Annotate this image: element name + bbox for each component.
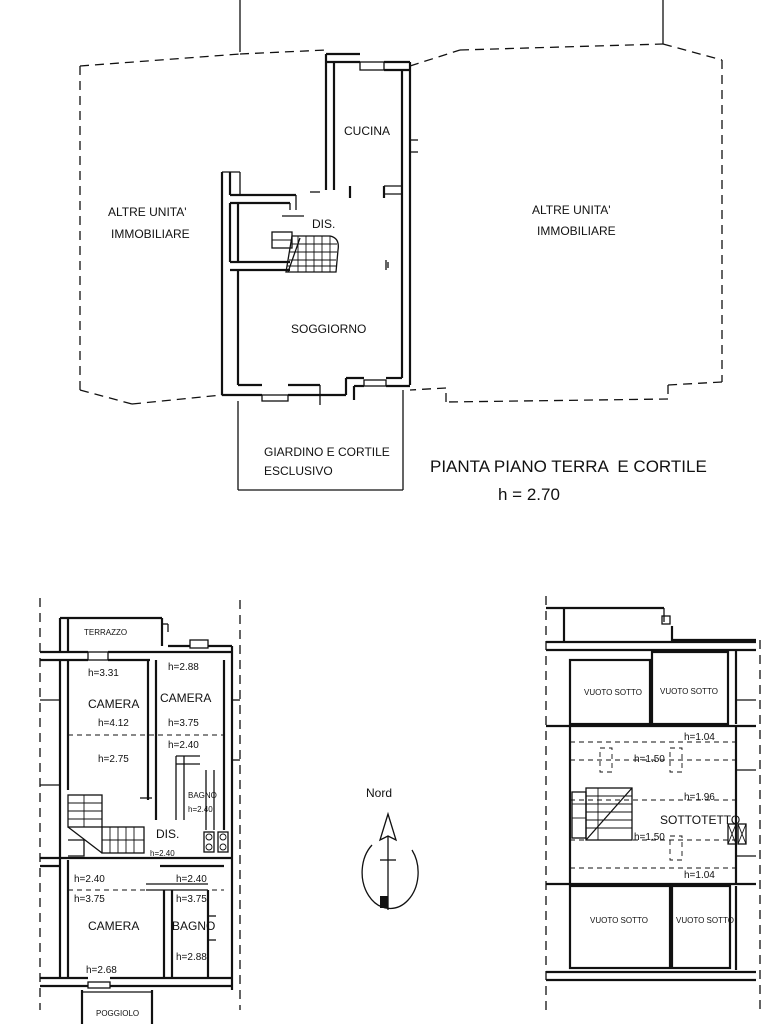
height-375-c: h=3.75 xyxy=(176,894,207,905)
height-240-bath: h=2.40 xyxy=(188,805,213,814)
height-240-b: h=2.40 xyxy=(74,874,105,885)
compass-circle xyxy=(361,844,419,910)
height-288-bottom: h=2.88 xyxy=(176,952,207,963)
first-floor-bath-fixtures xyxy=(140,797,229,853)
label-garden-1: GIARDINO E CORTILE xyxy=(264,445,390,459)
height-240-a: h=2.40 xyxy=(168,740,199,751)
label-bath-1: BAGNO xyxy=(188,791,217,800)
garden-outline xyxy=(237,390,404,491)
compass-marker xyxy=(380,896,388,908)
label-left-units-1: ALTRE UNITA' xyxy=(108,205,187,219)
attic-staircase xyxy=(571,787,633,841)
ground-staircase xyxy=(271,231,339,273)
first-floor-walls xyxy=(40,616,240,1024)
label-bath-2: BAGNO xyxy=(172,919,215,933)
label-terrace: TERRAZZO xyxy=(84,628,127,637)
label-garden-2: ESCLUSIVO xyxy=(264,464,333,478)
label-hall: DIS. xyxy=(312,217,335,231)
label-bedroom-1: CAMERA xyxy=(88,697,139,711)
label-kitchen: CUCINA xyxy=(344,124,390,138)
height-268: h=2.68 xyxy=(86,965,117,976)
unit-walls xyxy=(220,52,418,405)
first-floor-staircase xyxy=(67,794,145,857)
attic-vents xyxy=(727,823,747,845)
height-196: h=1.96 xyxy=(684,792,715,803)
attic-walls xyxy=(546,606,756,982)
height-104-bottom: h=1.04 xyxy=(684,870,715,881)
label-living: SOGGIORNO xyxy=(291,322,366,336)
label-right-units-1: ALTRE UNITA' xyxy=(532,203,611,217)
height-104-top: h=1.04 xyxy=(684,732,715,743)
right-neighbour-outline xyxy=(409,43,723,403)
height-288-top: h=2.88 xyxy=(168,662,199,673)
first-floor-plan: TERRAZZO h=3.31 h=2.88 CAMERA CAMERA h=4… xyxy=(39,598,241,1024)
ground-floor-plan: ALTRE UNITA' IMMOBILIARE ALTRE UNITA' IM… xyxy=(79,0,723,504)
compass-label: Nord xyxy=(366,786,392,800)
height-150-bottom: h=1.50 xyxy=(634,832,665,843)
label-void-2: VUOTO SOTTO xyxy=(660,687,718,696)
height-375-b: h=3.75 xyxy=(74,894,105,905)
label-void-4: VUOTO SOTTO xyxy=(676,916,734,925)
ground-floor-height: h = 2.70 xyxy=(498,485,560,504)
height-375-top: h=3.75 xyxy=(168,718,199,729)
label-void-1: VUOTO SOTTO xyxy=(584,688,642,697)
left-neighbour-outline xyxy=(79,49,327,405)
height-275: h=2.75 xyxy=(98,754,129,765)
label-first-hall: DIS. xyxy=(156,827,179,841)
height-150-top: h=1.50 xyxy=(634,754,665,765)
label-bedroom-2: CAMERA xyxy=(160,691,211,705)
label-balcony: POGGIOLO xyxy=(96,1009,139,1018)
label-bedroom-3: CAMERA xyxy=(88,919,139,933)
north-compass: Nord xyxy=(361,786,419,910)
label-right-units-2: IMMOBILIARE xyxy=(537,224,616,238)
attic-plan: VUOTO SOTTO VUOTO SOTTO VUOTO SOTTO VUOT… xyxy=(545,596,761,1010)
height-331: h=3.31 xyxy=(88,668,119,679)
height-240-c: h=2.40 xyxy=(176,874,207,885)
ground-floor-title: PIANTA PIANO TERRA E CORTILE xyxy=(430,457,707,476)
attic-title: SOTTOTETTO xyxy=(660,813,740,827)
height-412: h=4.12 xyxy=(98,718,129,729)
label-left-units-2: IMMOBILIARE xyxy=(111,227,190,241)
height-240-hall: h=2.40 xyxy=(150,849,175,858)
label-void-3: VUOTO SOTTO xyxy=(590,916,648,925)
